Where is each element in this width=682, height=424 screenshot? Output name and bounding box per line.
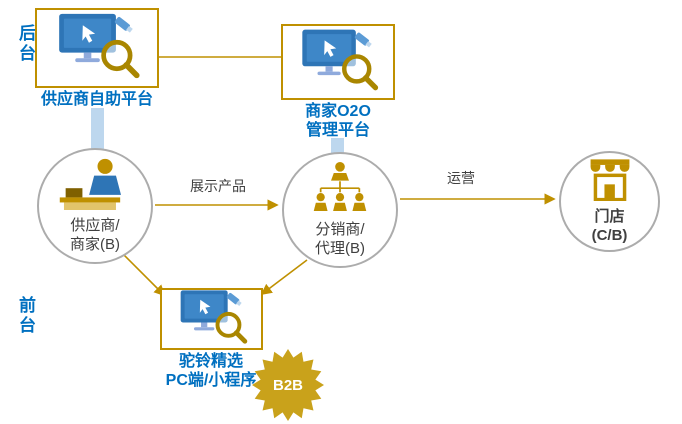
b2b-star-badge: B2B — [252, 349, 324, 421]
org-hierarchy-icon — [311, 161, 369, 219]
edge-label-display-products: 展示产品 — [190, 178, 246, 194]
distributor-label-line2: 代理(B) — [315, 240, 365, 257]
band-supplier-platform — [91, 108, 104, 152]
computer-search-icon — [50, 11, 144, 86]
node-tuoling-platform — [160, 288, 263, 350]
store-label: 门店 (C/B) — [592, 208, 628, 246]
tuoling-label-line2: PC端/小程序 — [165, 372, 257, 390]
supplier-label-line2: 商家(B) — [70, 235, 120, 253]
edge-distributor-to-tuoling — [260, 259, 308, 296]
supplier-label: 供应商/ 商家(B) — [70, 217, 120, 255]
starburst-icon — [252, 349, 324, 421]
node-merchant-o2o-platform — [281, 24, 395, 100]
distributor-label-line1: 分销商/ — [315, 221, 365, 239]
node-store: 门店 (C/B) — [559, 151, 660, 252]
store-label-line2: (C/B) — [591, 226, 628, 244]
backend-side-label: 后台 — [16, 24, 35, 64]
computer-search-icon — [294, 27, 382, 98]
supplier-label-line1: 供应商/ — [70, 216, 120, 234]
storefront-icon — [585, 158, 635, 206]
tuoling-label: 驼铃精选 PC端/小程序 — [135, 352, 287, 390]
person-desk-icon — [57, 158, 133, 215]
distributor-label: 分销商/ 代理(B) — [315, 221, 365, 259]
node-supplier: 供应商/ 商家(B) — [37, 148, 153, 264]
edge-label-operations: 运营 — [447, 170, 475, 186]
supplier-platform-label: 供应商自助平台 — [40, 91, 153, 108]
o2o-platform-label: 商家O2O 管理平台 — [270, 102, 406, 140]
frontend-side-label: 前台 — [16, 296, 35, 336]
tuoling-label-line1: 驼铃精选 — [178, 353, 243, 370]
store-label-line1: 门店 — [594, 207, 625, 225]
node-distributor: 分销商/ 代理(B) — [282, 152, 398, 268]
b2b-badge-text: B2B — [272, 376, 303, 394]
edge-supplier-to-tuoling — [121, 252, 166, 297]
computer-search-icon — [173, 288, 251, 351]
o2o-platform-label-line1: 商家O2O — [305, 103, 371, 120]
node-supplier-self-service-platform — [35, 8, 159, 88]
o2o-platform-label-line2: 管理平台 — [305, 122, 370, 140]
